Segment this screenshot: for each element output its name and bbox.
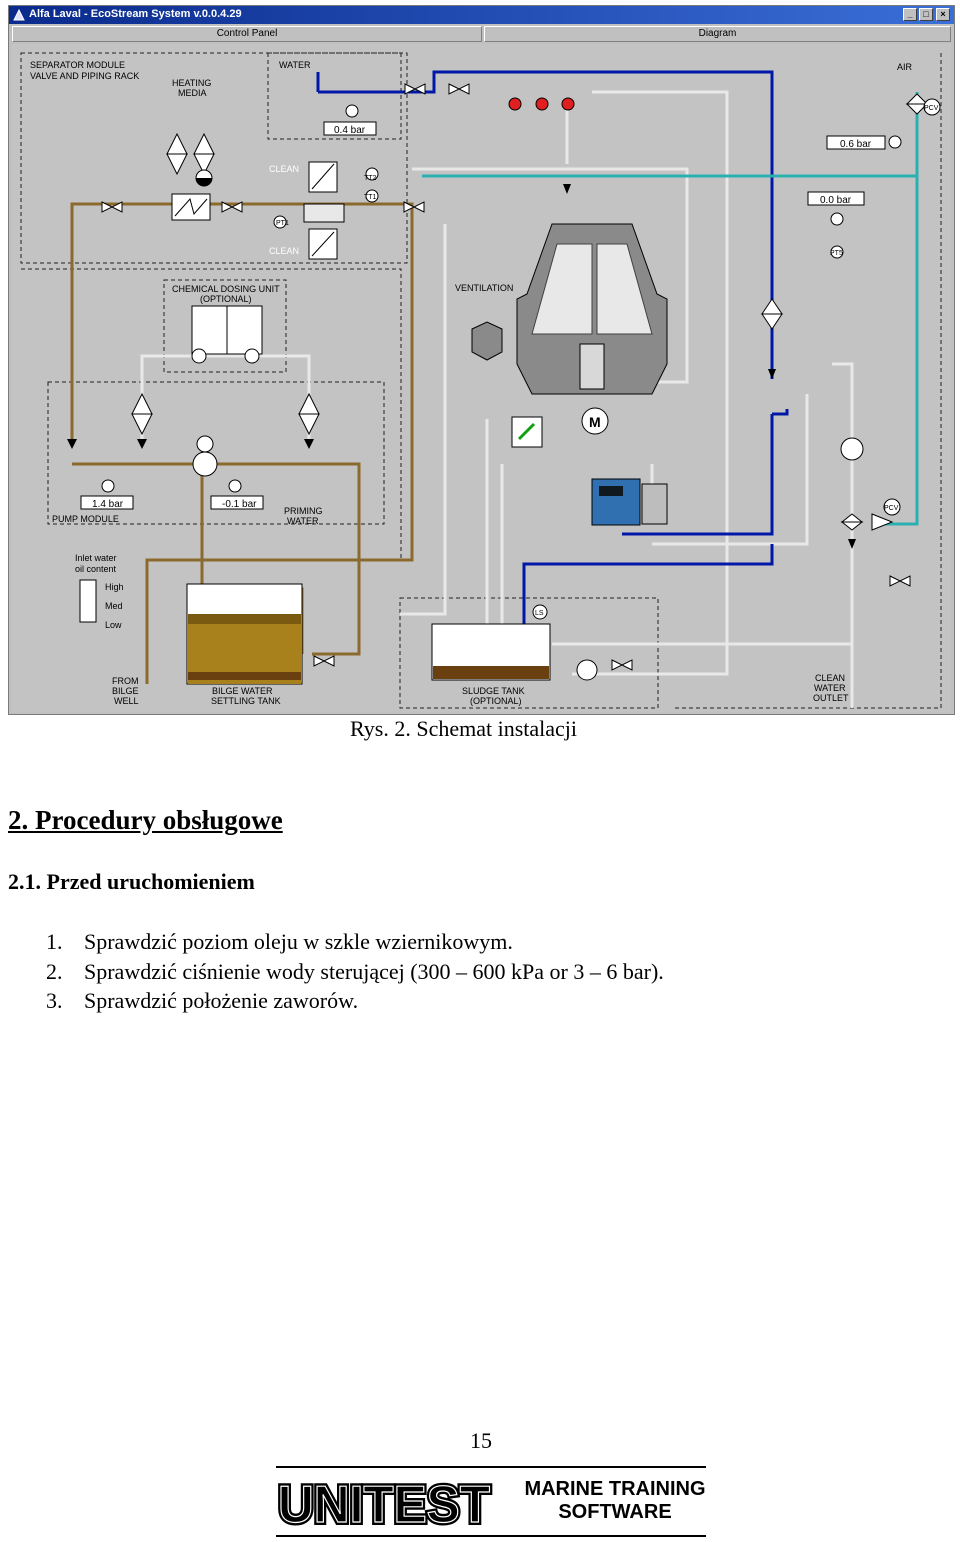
svg-text:LS: LS xyxy=(535,610,544,617)
svg-text:CLEAN: CLEAN xyxy=(269,164,299,174)
inlet-oil-level-indicator xyxy=(79,579,97,623)
svg-text:SEPARATOR MODULE: SEPARATOR MODULE xyxy=(30,60,125,70)
list-item: 2.Sprawdzić ciśnienie wody sterującej (3… xyxy=(46,958,664,984)
svg-text:PCV: PCV xyxy=(924,105,939,112)
feed-pump xyxy=(192,435,218,477)
svg-text:(OPTIONAL): (OPTIONAL) xyxy=(470,696,522,706)
svg-text:PT1: PT1 xyxy=(276,220,289,227)
svg-text:PRIMING: PRIMING xyxy=(284,506,323,516)
control-unit xyxy=(511,416,668,526)
svg-text:MEDIA: MEDIA xyxy=(178,88,207,98)
air-pipes xyxy=(422,92,919,526)
page-number: 15 xyxy=(470,1428,492,1453)
svg-text:UNITEST: UNITEST xyxy=(278,1476,490,1532)
svg-text:SETTLING TANK: SETTLING TANK xyxy=(211,696,281,706)
water-pipes xyxy=(316,70,789,629)
outlet-pressure-value: 0.0 bar xyxy=(820,195,852,206)
process-diagram: M xyxy=(12,44,951,712)
procedure-steps: 1.Sprawdzić poziom oleju w szkle wzierni… xyxy=(46,927,664,1016)
chemical-dosing-unit xyxy=(191,305,263,364)
svg-text:HEATING: HEATING xyxy=(172,78,211,88)
title-bar[interactable]: Alfa Laval - EcoStream System v.0.0.4.29… xyxy=(9,6,954,24)
svg-text:Inlet water: Inlet water xyxy=(75,553,117,563)
svg-text:WATER: WATER xyxy=(279,60,311,70)
svg-text:VALVE AND PIPING RACK: VALVE AND PIPING RACK xyxy=(30,71,139,81)
svg-text:PUMP MODULE: PUMP MODULE xyxy=(52,514,119,524)
svg-text:TT1: TT1 xyxy=(364,194,377,201)
svg-text:CHEMICAL DOSING UNIT: CHEMICAL DOSING UNIT xyxy=(172,284,280,294)
svg-text:WATER: WATER xyxy=(287,516,319,526)
air-pressure-value: 0.6 bar xyxy=(840,139,872,150)
svg-text:PCV: PCV xyxy=(884,505,899,512)
footer-divider-top xyxy=(276,1466,706,1468)
svg-text:OUTLET: OUTLET xyxy=(813,693,849,703)
heat-exchanger xyxy=(171,169,213,221)
minimize-button[interactable]: _ xyxy=(903,8,917,21)
svg-text:SLUDGE TANK: SLUDGE TANK xyxy=(462,686,525,696)
svg-text:UNITEST: UNITEST xyxy=(278,1476,490,1532)
module-boundaries xyxy=(20,52,942,709)
svg-text:VENTILATION: VENTILATION xyxy=(455,283,513,293)
separator-motor xyxy=(581,407,609,435)
svg-text:CLEAN: CLEAN xyxy=(815,673,845,683)
svg-text:High: High xyxy=(105,582,124,592)
sludge-pump xyxy=(576,659,598,681)
check-valves xyxy=(67,184,856,549)
footer-tagline: MARINE TRAINING SOFTWARE xyxy=(524,1478,706,1523)
svg-text:BILGE: BILGE xyxy=(112,686,139,696)
diagram-labels: SEPARATOR MODULE VALVE AND PIPING RACK H… xyxy=(30,60,939,706)
svg-text:FROM: FROM xyxy=(112,676,139,686)
svg-text:(OPTIONAL): (OPTIONAL) xyxy=(200,294,252,304)
pressure-readouts: 0.4 bar 0.6 bar 0.0 bar 1.4 bar -0.1 bar xyxy=(80,121,886,510)
svg-text:BILGE WATER: BILGE WATER xyxy=(212,686,273,696)
svg-text:WELL: WELL xyxy=(114,696,139,706)
clean-filters xyxy=(303,161,345,260)
separator-bowl: M xyxy=(516,223,668,435)
svg-text:Low: Low xyxy=(105,620,122,630)
ventilation-valve xyxy=(471,321,503,361)
list-item: 1.Sprawdzić poziom oleju w szkle wzierni… xyxy=(46,929,513,954)
app-window: Alfa Laval - EcoStream System v.0.0.4.29… xyxy=(8,5,955,715)
svg-text:PT5: PT5 xyxy=(830,250,843,257)
maximize-button[interactable]: □ xyxy=(919,8,933,21)
svg-text:Med: Med xyxy=(105,601,123,611)
figure-caption: Rys. 2. Schemat instalacji xyxy=(350,716,578,741)
pressure-dials xyxy=(101,97,941,516)
svg-text:CLEAN: CLEAN xyxy=(269,246,299,256)
valves xyxy=(101,83,929,671)
list-item: 3.Sprawdzić położenie zaworów. xyxy=(46,988,359,1013)
water-pressure-value: 0.4 bar xyxy=(334,125,366,136)
window-title: Alfa Laval - EcoStream System v.0.0.4.29 xyxy=(29,8,242,20)
svg-text:WATER: WATER xyxy=(814,683,846,693)
close-button[interactable]: × xyxy=(936,8,950,21)
pump-outlet-pressure-value: -0.1 bar xyxy=(222,499,257,510)
pump-inlet-pressure-value: 1.4 bar xyxy=(92,499,124,510)
footer-divider-bottom xyxy=(276,1535,706,1537)
unitest-logo: UNITEST UNITEST xyxy=(276,1473,493,1532)
tab-diagram[interactable]: Diagram xyxy=(484,26,951,42)
section-heading: 2. Procedury obsługowe xyxy=(8,805,283,835)
svg-text:oil content: oil content xyxy=(75,564,117,574)
tab-control-panel[interactable]: Control Panel xyxy=(12,26,482,42)
svg-text:TT2: TT2 xyxy=(364,175,377,182)
svg-text:M: M xyxy=(589,414,601,430)
app-icon xyxy=(13,9,25,21)
subsection-heading: 2.1. Przed uruchomieniem xyxy=(8,869,255,894)
svg-text:AIR: AIR xyxy=(897,62,913,72)
sludge-tank xyxy=(431,604,598,681)
bilge-water-settling-tank xyxy=(186,583,303,685)
